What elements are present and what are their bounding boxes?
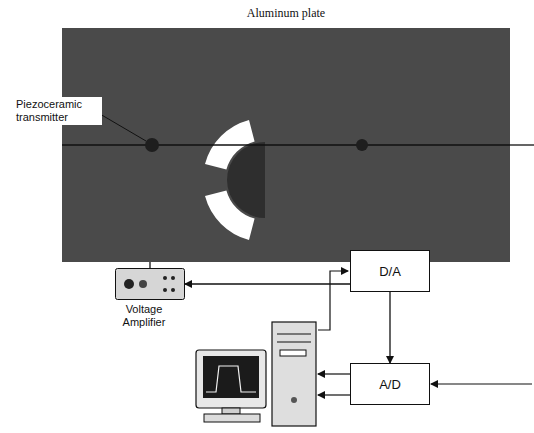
part-label: Piezoceramic transmitter xyxy=(14,97,102,125)
converter-box: D/A xyxy=(350,250,430,292)
signal-wire xyxy=(510,144,534,145)
converter-label: A/D xyxy=(379,377,401,392)
voltage-amplifier: Voltage Amplifier xyxy=(115,268,185,300)
data-line xyxy=(318,394,350,395)
aluminum-plate: Aluminum plate xyxy=(62,28,510,262)
connector xyxy=(149,262,150,268)
converter-box: A/D xyxy=(350,363,430,405)
device-name: Voltage Amplifier xyxy=(109,303,179,329)
sensor-input-line xyxy=(431,383,532,384)
amplifier-symbol xyxy=(115,268,185,300)
computer-symbol xyxy=(196,322,316,426)
data-line xyxy=(318,373,350,374)
plate-illustration xyxy=(62,28,510,262)
connector xyxy=(185,283,350,284)
converter-label: D/A xyxy=(379,264,401,279)
plate-title: Aluminum plate xyxy=(62,6,510,21)
data-line xyxy=(318,271,348,330)
connector xyxy=(389,292,390,363)
